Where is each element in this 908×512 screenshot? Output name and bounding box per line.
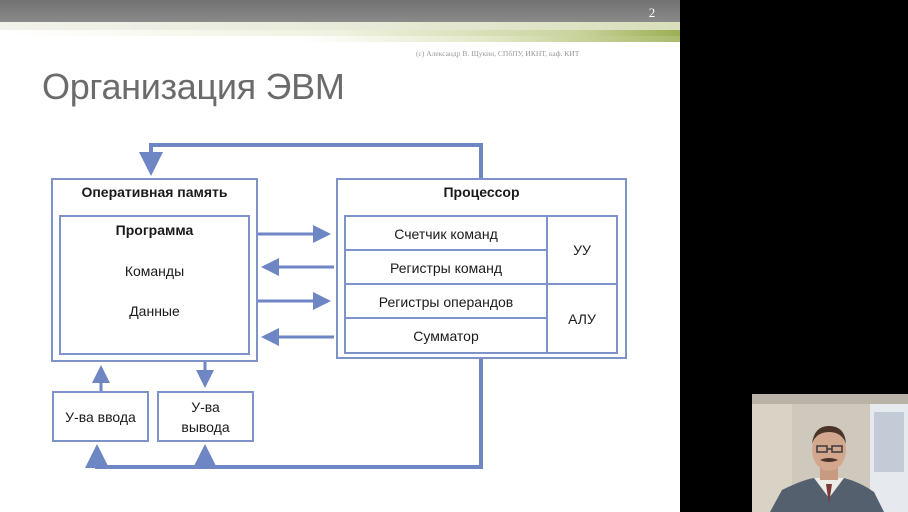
program-item-data: Данные <box>129 303 180 319</box>
input-device-box <box>52 391 149 442</box>
slide-title: Организация ЭВМ <box>42 66 345 107</box>
slide: 2 (c) Александр В. Щукин, СПбПУ, ИКНТ, к… <box>0 0 680 512</box>
decor-stripe <box>300 36 680 42</box>
processor-title: Процессор <box>443 184 520 200</box>
presenter-webcam <box>752 394 908 512</box>
arrow-processor-to-devices-bus <box>85 359 483 469</box>
program-title: Программа <box>115 222 194 238</box>
processor-row-counter <box>344 215 548 251</box>
decor-stripe <box>0 30 680 36</box>
input-device-label: У-ва ввода <box>65 409 136 425</box>
connection-arrows <box>85 143 483 469</box>
memory-title: Оперативная память <box>81 184 228 200</box>
output-device-label-line1: У-ва <box>191 399 220 415</box>
output-device-label-line2: вывода <box>181 419 230 435</box>
processor-row-instr-reg-label: Регистры команд <box>390 260 502 276</box>
alu-label: АЛУ <box>568 311 596 327</box>
slide-page-number: 2 <box>648 5 656 20</box>
processor-row-adder <box>344 317 548 354</box>
processor-row-adder-label: Сумматор <box>413 328 479 344</box>
slide-top-bar <box>0 0 680 22</box>
processor-row-operand-reg-label: Регистры операндов <box>378 294 514 310</box>
program-box <box>59 215 250 355</box>
processor-row-counter-label: Счетчик команд <box>394 226 498 242</box>
output-device-box <box>157 391 254 442</box>
slide-credit: (c) Александр В. Щукин, СПбПУ, ИКНТ, каф… <box>416 49 580 58</box>
decor-stripe <box>0 22 680 30</box>
arrow-processor-to-memory-top <box>139 143 483 178</box>
alu-box <box>546 283 618 354</box>
control-unit-label: УУ <box>573 242 591 258</box>
program-item-commands: Команды <box>124 263 185 279</box>
